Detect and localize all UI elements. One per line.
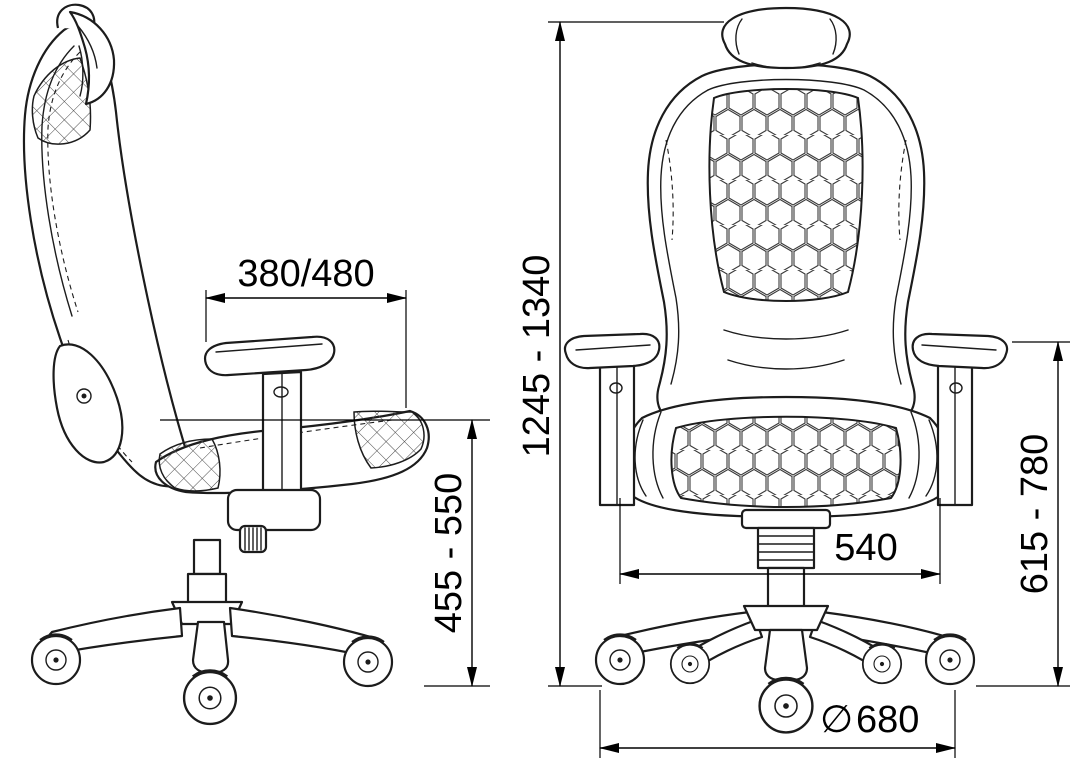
- side-seat-mechanism: [226, 488, 322, 532]
- front-seat-bolster-right-1: [925, 419, 938, 497]
- dim-label-armrest-depth: 380/480: [237, 253, 374, 295]
- front-base-hub: [742, 604, 830, 632]
- front-armrest-pad-left-seam: [575, 344, 651, 351]
- side-caster-right: [342, 635, 394, 688]
- front-armrest-pad-left: [563, 332, 661, 370]
- side-backrest-quilting: [31, 57, 92, 145]
- side-backrest-stitch: [47, 51, 81, 313]
- side-gas-lift-lower: [186, 572, 228, 606]
- side-bolster-wing: [52, 343, 124, 464]
- side-headrest-pillow: [68, 10, 116, 106]
- front-backrest-stitch-left: [665, 139, 674, 241]
- side-armrest-pad: [203, 335, 336, 377]
- side-seat-quilting-front: [353, 410, 425, 469]
- dim-label-seat-width: 540: [834, 527, 897, 569]
- dimension-armrest-depth: 380/480: [205, 253, 407, 408]
- front-headrest-seam-left: [735, 18, 743, 55]
- front-base-leg-center: [763, 628, 809, 683]
- front-gas-lift-bellows: [756, 526, 816, 570]
- dimension-overall-height: 1245 - 1340: [516, 21, 724, 687]
- front-caster-midright: [861, 642, 903, 685]
- side-gas-lift-upper: [192, 538, 222, 576]
- front-seat-bolster-right-2: [908, 411, 920, 499]
- side-pivot-detail: [76, 388, 92, 404]
- dimension-base-diameter: ∅ 680: [599, 690, 956, 758]
- side-headrest-seam-2: [78, 45, 84, 97]
- front-headrest-pillow: [721, 6, 851, 70]
- side-pivot-dot: [81, 393, 87, 399]
- side-backrest-seam: [41, 45, 75, 317]
- front-armrest-pad-right-seam: [921, 344, 997, 351]
- front-headrest-seam-bottom: [751, 62, 821, 69]
- front-armrest-button-left: [609, 382, 623, 394]
- side-base-leg-center: [191, 620, 230, 675]
- dimension-seat-height: 455 - 550: [160, 419, 490, 687]
- front-backrest-hex-panel: [708, 88, 864, 302]
- front-seat-hex-panel: [670, 415, 902, 508]
- front-backrest-stitch-right: [898, 139, 907, 241]
- dim-label-seat-height: 455 - 550: [428, 473, 470, 634]
- front-seat-plate: [740, 508, 832, 530]
- diameter-symbol: ∅: [820, 697, 853, 741]
- side-headrest-seam: [77, 25, 98, 69]
- side-knob-hatching: [244, 527, 262, 551]
- front-caster-right: [924, 633, 976, 686]
- side-armrest-button: [273, 386, 289, 398]
- side-view-chair: [22, 3, 430, 726]
- front-bellows-ribs: [757, 535, 815, 561]
- front-lumbar-seam-2: [727, 359, 845, 370]
- dimension-seat-width: 540: [619, 498, 941, 584]
- dim-label-overall-height: 1245 - 1340: [516, 255, 558, 458]
- front-seat-bolster-left-1: [634, 419, 647, 497]
- extension-line: [160, 419, 490, 687]
- front-backrest-inner-border-left: [660, 89, 709, 385]
- front-headrest-seam-right: [829, 18, 837, 55]
- dim-label-armrest-height: 615 - 780: [1014, 434, 1056, 595]
- dim-label-base-diameter: 680: [856, 699, 919, 741]
- front-armrest-button-right: [949, 382, 963, 394]
- side-caster-center: [182, 669, 238, 726]
- front-caster-midleft: [669, 642, 711, 685]
- side-seat-quilting-rear: [158, 438, 221, 492]
- front-caster-left: [594, 633, 646, 686]
- side-armrest-pad-seam: [215, 343, 323, 353]
- front-view-chair: [563, 6, 1009, 734]
- front-seat-bolster-left-2: [652, 411, 664, 499]
- dimension-armrest-height: 615 - 780: [976, 341, 1070, 687]
- side-seat-stitch: [199, 419, 393, 449]
- front-backrest-inner-border-right: [707, 78, 912, 385]
- front-armrest-pad-right: [911, 332, 1009, 370]
- front-lumbar-seam-1: [723, 329, 849, 340]
- front-caster-center: [758, 676, 814, 734]
- side-caster-left: [30, 633, 82, 686]
